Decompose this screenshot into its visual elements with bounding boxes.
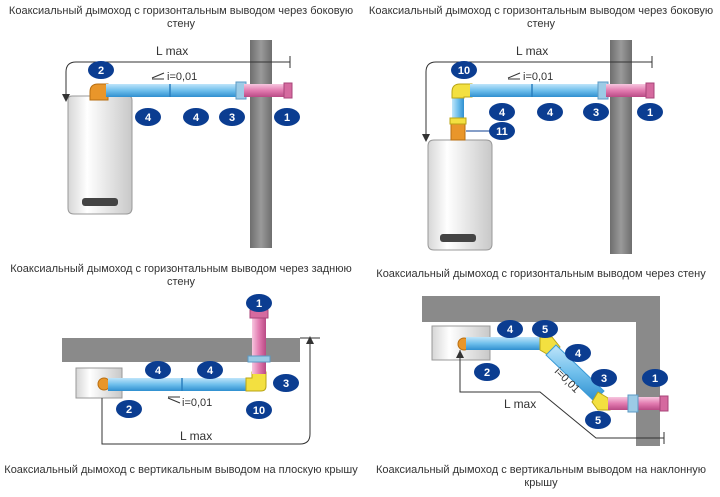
lmax-label: L max <box>516 44 548 58</box>
svg-text:4: 4 <box>193 112 200 124</box>
svg-text:3: 3 <box>601 373 607 385</box>
boiler-panel <box>440 234 476 242</box>
svg-text:1: 1 <box>256 298 262 310</box>
svg-text:5: 5 <box>595 415 601 427</box>
badge-4a: 4 <box>497 320 523 338</box>
badge-3: 3 <box>273 374 299 392</box>
svg-text:1: 1 <box>652 373 658 385</box>
svg-text:4: 4 <box>207 365 214 377</box>
pipe <box>106 84 242 97</box>
badge-1: 1 <box>637 103 663 121</box>
svg-text:4: 4 <box>499 107 506 119</box>
svg-text:11: 11 <box>496 126 508 138</box>
caption-bottom-right: Коаксиальный дымоход с вертикальным выво… <box>375 464 707 489</box>
boiler <box>67 95 133 215</box>
badge-11: 11 <box>489 122 515 140</box>
badge-2: 2 <box>116 400 142 418</box>
badge-4b: 4 <box>183 108 209 126</box>
boiler-panel <box>82 198 118 206</box>
adapter <box>450 123 466 141</box>
svg-text:10: 10 <box>458 65 470 77</box>
badge-3: 3 <box>591 369 617 387</box>
elbow-yellow <box>245 371 267 392</box>
boiler <box>427 139 493 251</box>
diagram-side-wall-2: L max i=0,01 10 4 4 3 1 11 <box>422 40 663 254</box>
badge-1: 1 <box>246 294 272 312</box>
badge-4a: 4 <box>489 103 515 121</box>
badge-4a: 4 <box>135 108 161 126</box>
slope-label: i=0,01 <box>182 397 212 409</box>
pipe <box>108 378 248 391</box>
lmax-label: L max <box>180 429 212 443</box>
terminal <box>606 84 650 97</box>
caption-top-left: Коаксиальный дымоход с горизонтальным вы… <box>8 5 354 30</box>
svg-text:10: 10 <box>253 405 265 417</box>
elbow-yellow <box>591 391 611 411</box>
svg-text:5: 5 <box>542 324 548 336</box>
caption-bottom-left: Коаксиальный дымоход с вертикальным выво… <box>4 464 358 476</box>
diagram-sloped-roof: L max i=0,01 4 5 4 2 3 1 5 <box>422 296 669 446</box>
elbow-yellow <box>451 83 473 99</box>
svg-text:2: 2 <box>98 65 104 77</box>
svg-text:4: 4 <box>547 107 554 119</box>
terminal <box>244 84 288 97</box>
badge-10: 10 <box>246 401 272 419</box>
badge-3: 3 <box>583 103 609 121</box>
roof-structure <box>422 296 660 446</box>
terminal <box>252 316 266 374</box>
svg-text:3: 3 <box>229 112 235 124</box>
diagram-flat-roof: L max i=0,01 1 4 4 3 2 10 <box>62 294 320 445</box>
svg-text:3: 3 <box>283 378 289 390</box>
badge-4b: 4 <box>565 344 591 362</box>
svg-text:2: 2 <box>484 367 490 379</box>
svg-text:4: 4 <box>145 112 152 124</box>
badge-4b: 4 <box>197 361 223 379</box>
pipe <box>466 337 544 350</box>
badge-4b: 4 <box>537 103 563 121</box>
wall <box>250 40 272 248</box>
badge-10: 10 <box>451 61 477 79</box>
svg-text:2: 2 <box>126 404 132 416</box>
caption-top-right: Коаксиальный дымоход с горизонтальным вы… <box>368 5 714 30</box>
lmax-label: L max <box>504 397 536 411</box>
badge-5b: 5 <box>585 411 611 429</box>
wall <box>610 40 632 254</box>
badge-3: 3 <box>219 108 245 126</box>
slope-label: i=0,01 <box>523 71 553 83</box>
elbow <box>89 83 109 101</box>
svg-text:4: 4 <box>507 324 514 336</box>
caption-middle-right: Коаксиальный дымоход с горизонтальным вы… <box>376 268 706 280</box>
pipe <box>470 84 602 97</box>
badge-5a: 5 <box>532 320 558 338</box>
svg-text:3: 3 <box>593 107 599 119</box>
svg-text:1: 1 <box>284 112 290 124</box>
diagram-side-wall-1: L max i=0,01 2 4 4 3 1 <box>62 40 300 248</box>
slope-label: i=0,01 <box>167 71 197 83</box>
badge-2: 2 <box>88 61 114 79</box>
badge-2: 2 <box>474 363 500 381</box>
badge-1: 1 <box>274 108 300 126</box>
caption-middle-left: Коаксиальный дымоход с горизонтальным вы… <box>10 263 352 288</box>
svg-text:1: 1 <box>647 107 653 119</box>
svg-text:4: 4 <box>575 348 582 360</box>
svg-text:4: 4 <box>155 365 162 377</box>
badge-4a: 4 <box>145 361 171 379</box>
badge-1: 1 <box>642 369 668 387</box>
lmax-label: L max <box>156 44 188 58</box>
